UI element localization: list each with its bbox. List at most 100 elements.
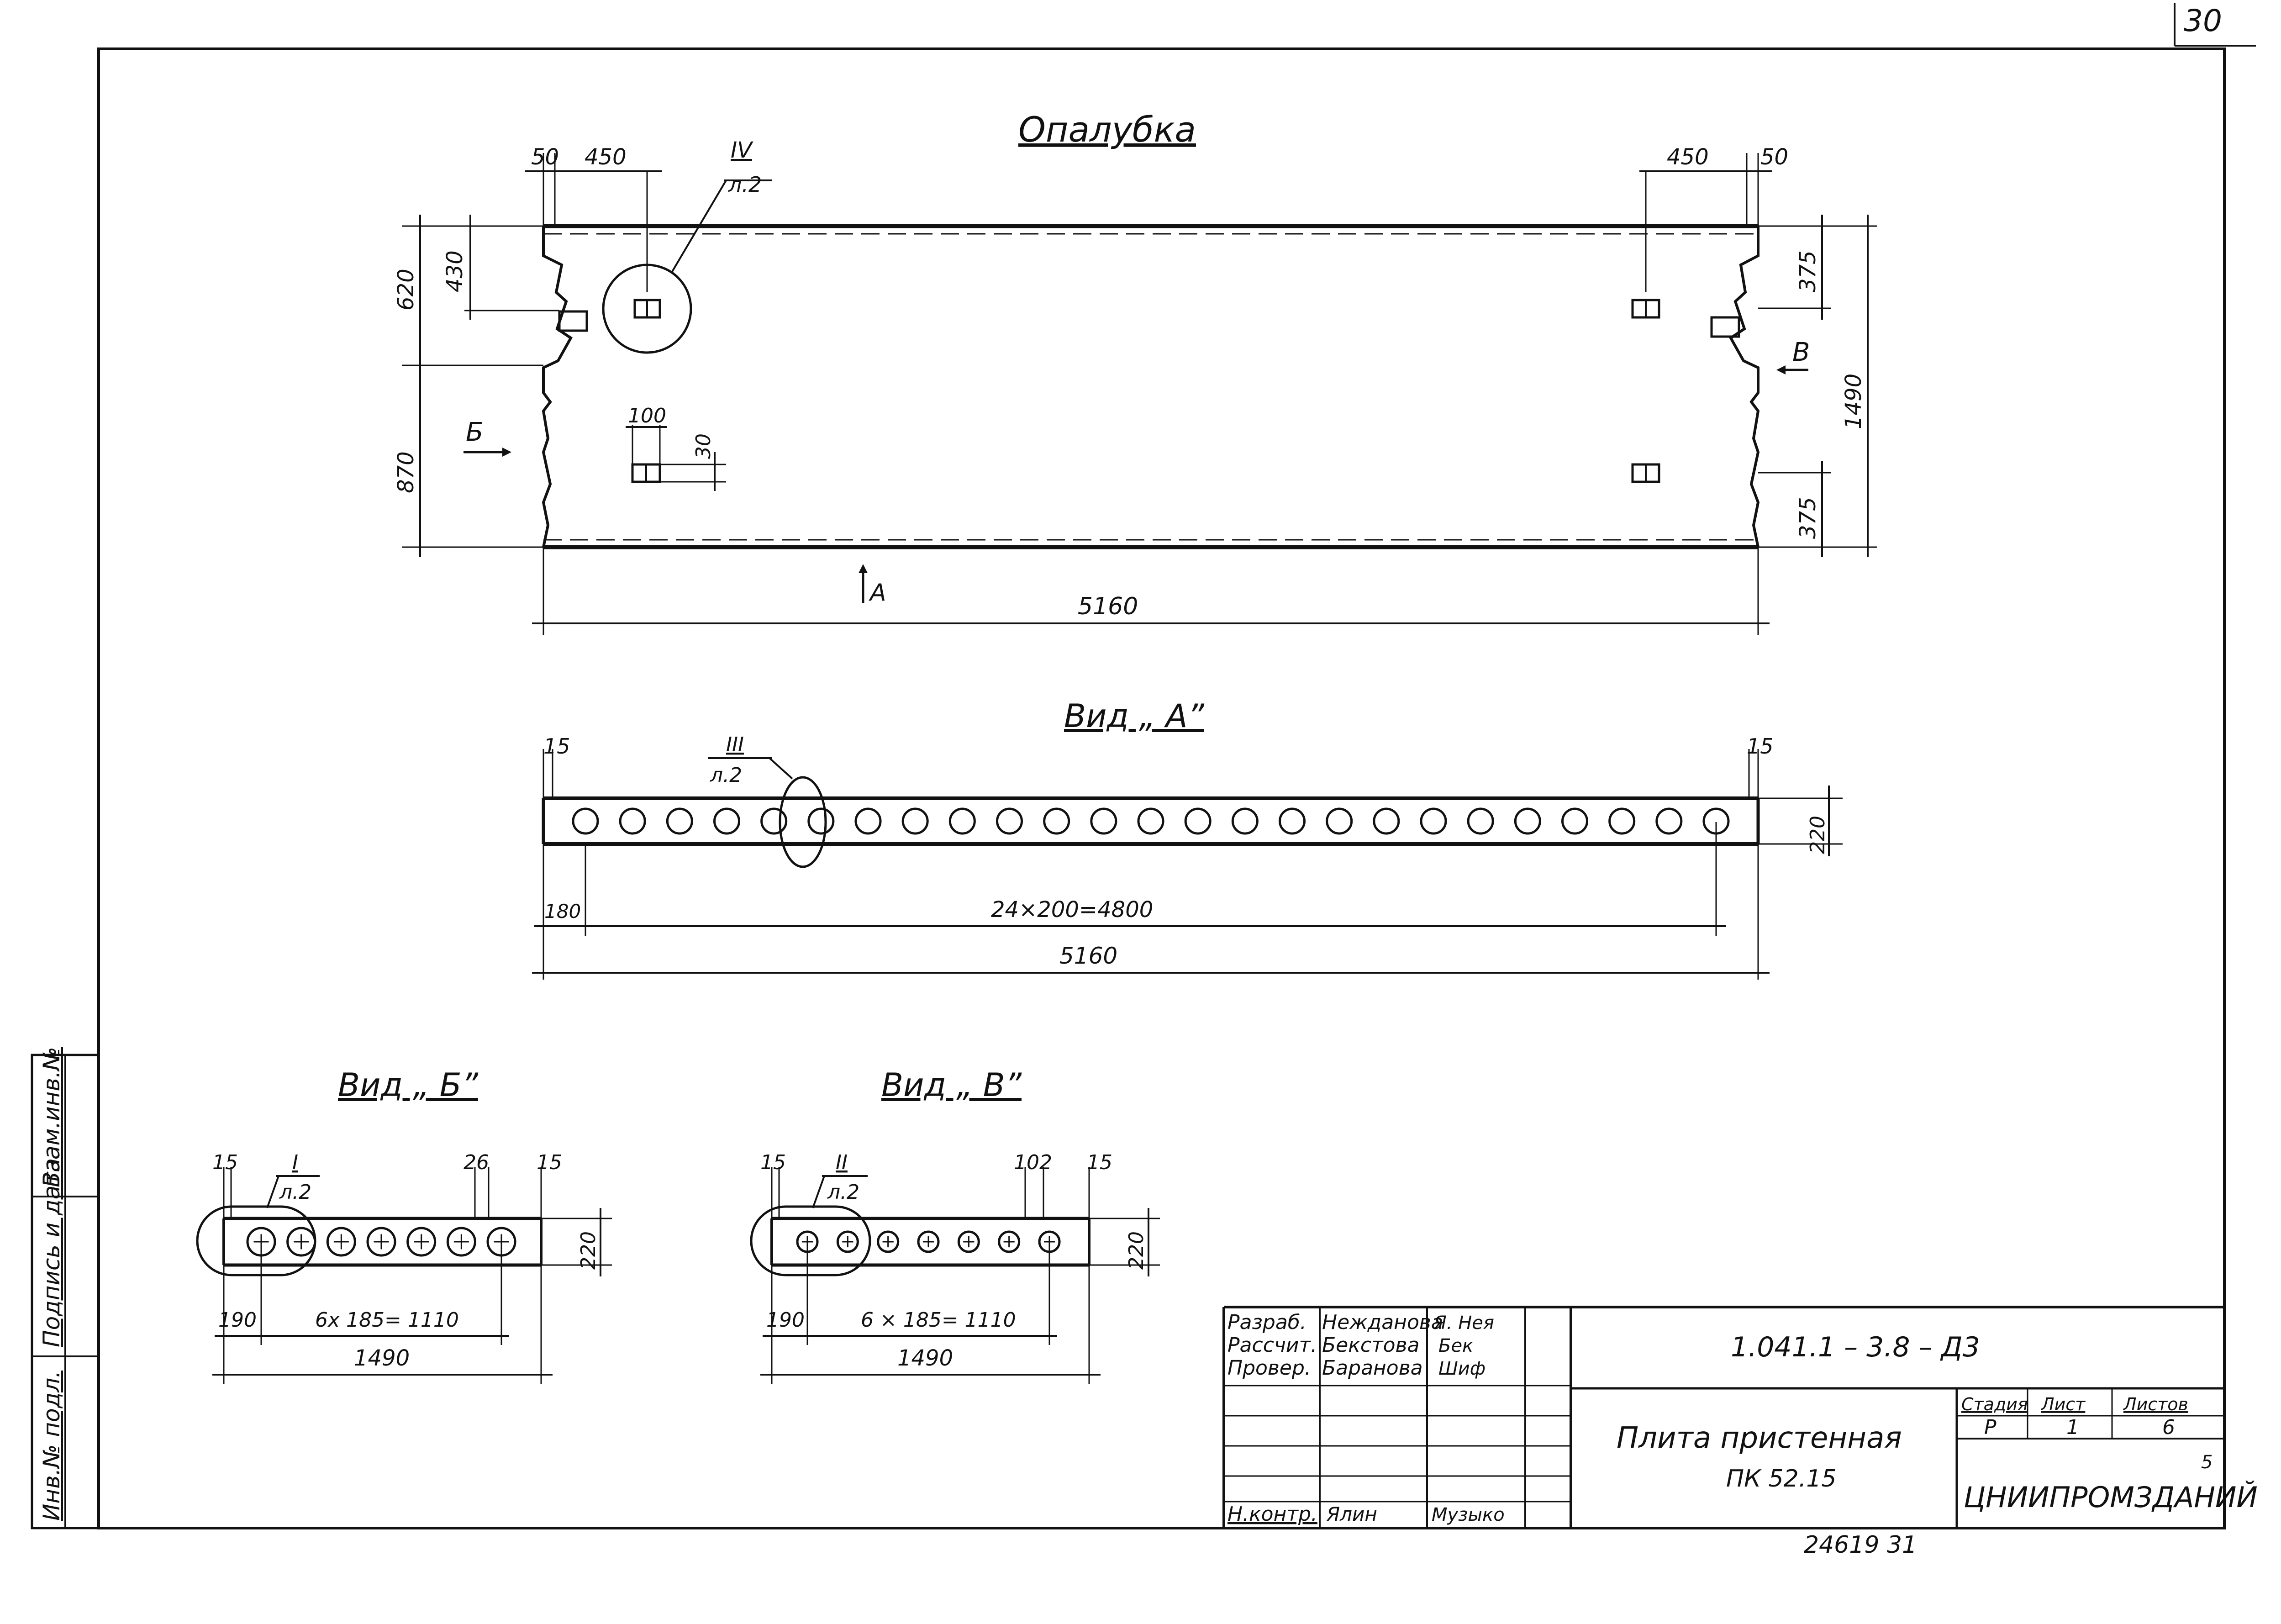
view-a-hole [1561,807,1588,835]
dim-left-870: 870 [393,451,419,493]
view-b-hole [366,1227,396,1257]
role-checker-name: Баранова [1322,1356,1423,1380]
stamp-inv-podl: Инв.№ подл. [38,1371,65,1521]
sheet-header: Лист [2040,1394,2086,1414]
dim-left-slot-offset: 450 [585,144,627,170]
section-v-label: В [1792,337,1810,367]
view-v-dim-spacing: 6 × 185= 1110 [861,1308,1016,1332]
stage-value: Р [1984,1416,1997,1439]
view-a-hole [1231,807,1259,835]
view-b-hole [326,1227,356,1257]
section-a-label: А [869,579,886,606]
role-calculator-name: Бекстова [1322,1334,1419,1357]
view-b-dim-right-edge: 15 [537,1151,562,1174]
view-a-dim-height: 220 [1806,816,1829,854]
callout-iii-sheet-ref: л.2 [710,764,742,787]
view-v-hole-cross [842,1236,853,1248]
view-a-hole [1467,807,1494,835]
view-a-hole [572,807,599,835]
role-developer-sign: Я. Нея [1433,1313,1494,1334]
organization-name: ЦНИИПРОМЗДАНИЙ [1964,1480,2258,1514]
formwork-view: Опалубка IV л.2 50 450 [393,109,1877,635]
view-v-hole-cross [882,1236,894,1248]
view-a-dim-right-edge: 15 [1747,734,1774,759]
sheet-value: 1 [2066,1416,2079,1439]
dim-slot-height: 30 [692,433,715,459]
view-a-hole [1420,807,1447,835]
view-a-dim-first-offset: 180 [544,900,581,923]
view-a-hole [1043,807,1070,835]
sheets-header: Листов [2123,1394,2188,1414]
dim-left-620: 620 [393,269,419,311]
view-v-dim-first-offset: 190 [766,1308,805,1332]
doc-code: 1.041.1 – 3.8 – Д3 [1731,1331,1980,1363]
view-a-hole [666,807,693,835]
role-norm-control-name: Ялин [1326,1503,1377,1525]
view-a-hole [619,807,646,835]
view-a-dim-left-edge: 15 [543,734,570,759]
callout-i-sheet-ref: л.2 [279,1181,311,1204]
view-a-dim-total: 5160 [1059,943,1117,969]
view-a-hole-row [572,807,1730,835]
callout-iii-numeral: III [726,733,744,756]
dim-right-1490: 1490 [1841,374,1866,429]
dim-right-slot-offset: 450 [1667,144,1709,170]
view-v-hole-row [796,1230,1061,1253]
view-b-hole-cross [333,1234,349,1250]
view-a-hole [807,807,835,835]
stamp-signature-date: Подпись и дата [38,1158,65,1347]
formwork-title: Опалубка [1018,109,1196,150]
view-a-hole [1137,807,1164,835]
view-a-hole [901,807,929,835]
view-a-title: Вид „ А” [1064,697,1205,735]
view-a-hole [948,807,976,835]
view-b-dim-height: 220 [577,1231,600,1270]
view-b-dim-26: 26 [464,1151,489,1174]
view-v-dim-right-edge: 15 [1087,1151,1112,1174]
view-b-hole-cross [414,1234,429,1250]
sheets-value: 6 [2162,1416,2175,1439]
view-a-hole [1326,807,1353,835]
dim-left-430: 430 [442,250,468,292]
view-v-hole-cross [922,1236,934,1248]
view-v: Вид „ В” II л.2 15 102 15 220 190 6 × 18… [750,1066,1160,1384]
view-b-dim-spacing: 6x 185= 1110 [315,1308,459,1332]
callout-ii-numeral: II [836,1151,848,1174]
callout-iv-sheet-ref: л.2 [728,172,762,197]
dim-right-375-bottom: 375 [1795,497,1821,539]
view-v-dim-total: 1490 [897,1345,953,1371]
view-a-hole [1514,807,1541,835]
view-v-title: Вид „ В” [881,1066,1022,1104]
view-b-hole [446,1227,476,1257]
product-title: Плита пристенная [1617,1421,1902,1455]
dim-right-end: 50 [1760,144,1788,170]
view-v-dim-102: 102 [1014,1151,1052,1174]
callout-iv-numeral: IV [731,137,753,163]
sheet-frame [97,47,2226,1529]
view-b-title: Вид „ Б” [338,1066,479,1104]
callout-i-numeral: I [292,1151,298,1174]
dim-slot-width: 100 [628,404,666,427]
stamp-vzam-inv: Взам.инв.№ [38,1047,65,1187]
role-calculator-sign: Бек [1438,1335,1473,1356]
view-a-hole [1608,807,1636,835]
view-b-hole-row [246,1227,516,1257]
view-a-hole [854,807,882,835]
view-v-dim-height: 220 [1125,1231,1148,1270]
view-b-dim-total: 1490 [354,1345,410,1371]
view-a-hole [1655,807,1683,835]
role-developer-name: Нежданова [1322,1311,1443,1334]
view-v-hole-cross [963,1236,975,1248]
view-v-hole [917,1230,940,1253]
side-stamp: Инв.№ подл. Подпись и дата Взам.инв.№ [31,1047,100,1529]
view-a-hole [1373,807,1400,835]
view-v-hole [836,1230,859,1253]
callout-ii-sheet-ref: л.2 [827,1181,859,1204]
view-v-hole [877,1230,900,1253]
view-b-dim-left-edge: 15 [212,1151,238,1174]
view-a-hole [1279,807,1306,835]
view-a-hole [996,807,1023,835]
role-developer: Разраб. [1227,1311,1306,1334]
title-block: Разраб. Нежданова Я. Нея Рассчит. Бексто… [1222,1306,2258,1528]
